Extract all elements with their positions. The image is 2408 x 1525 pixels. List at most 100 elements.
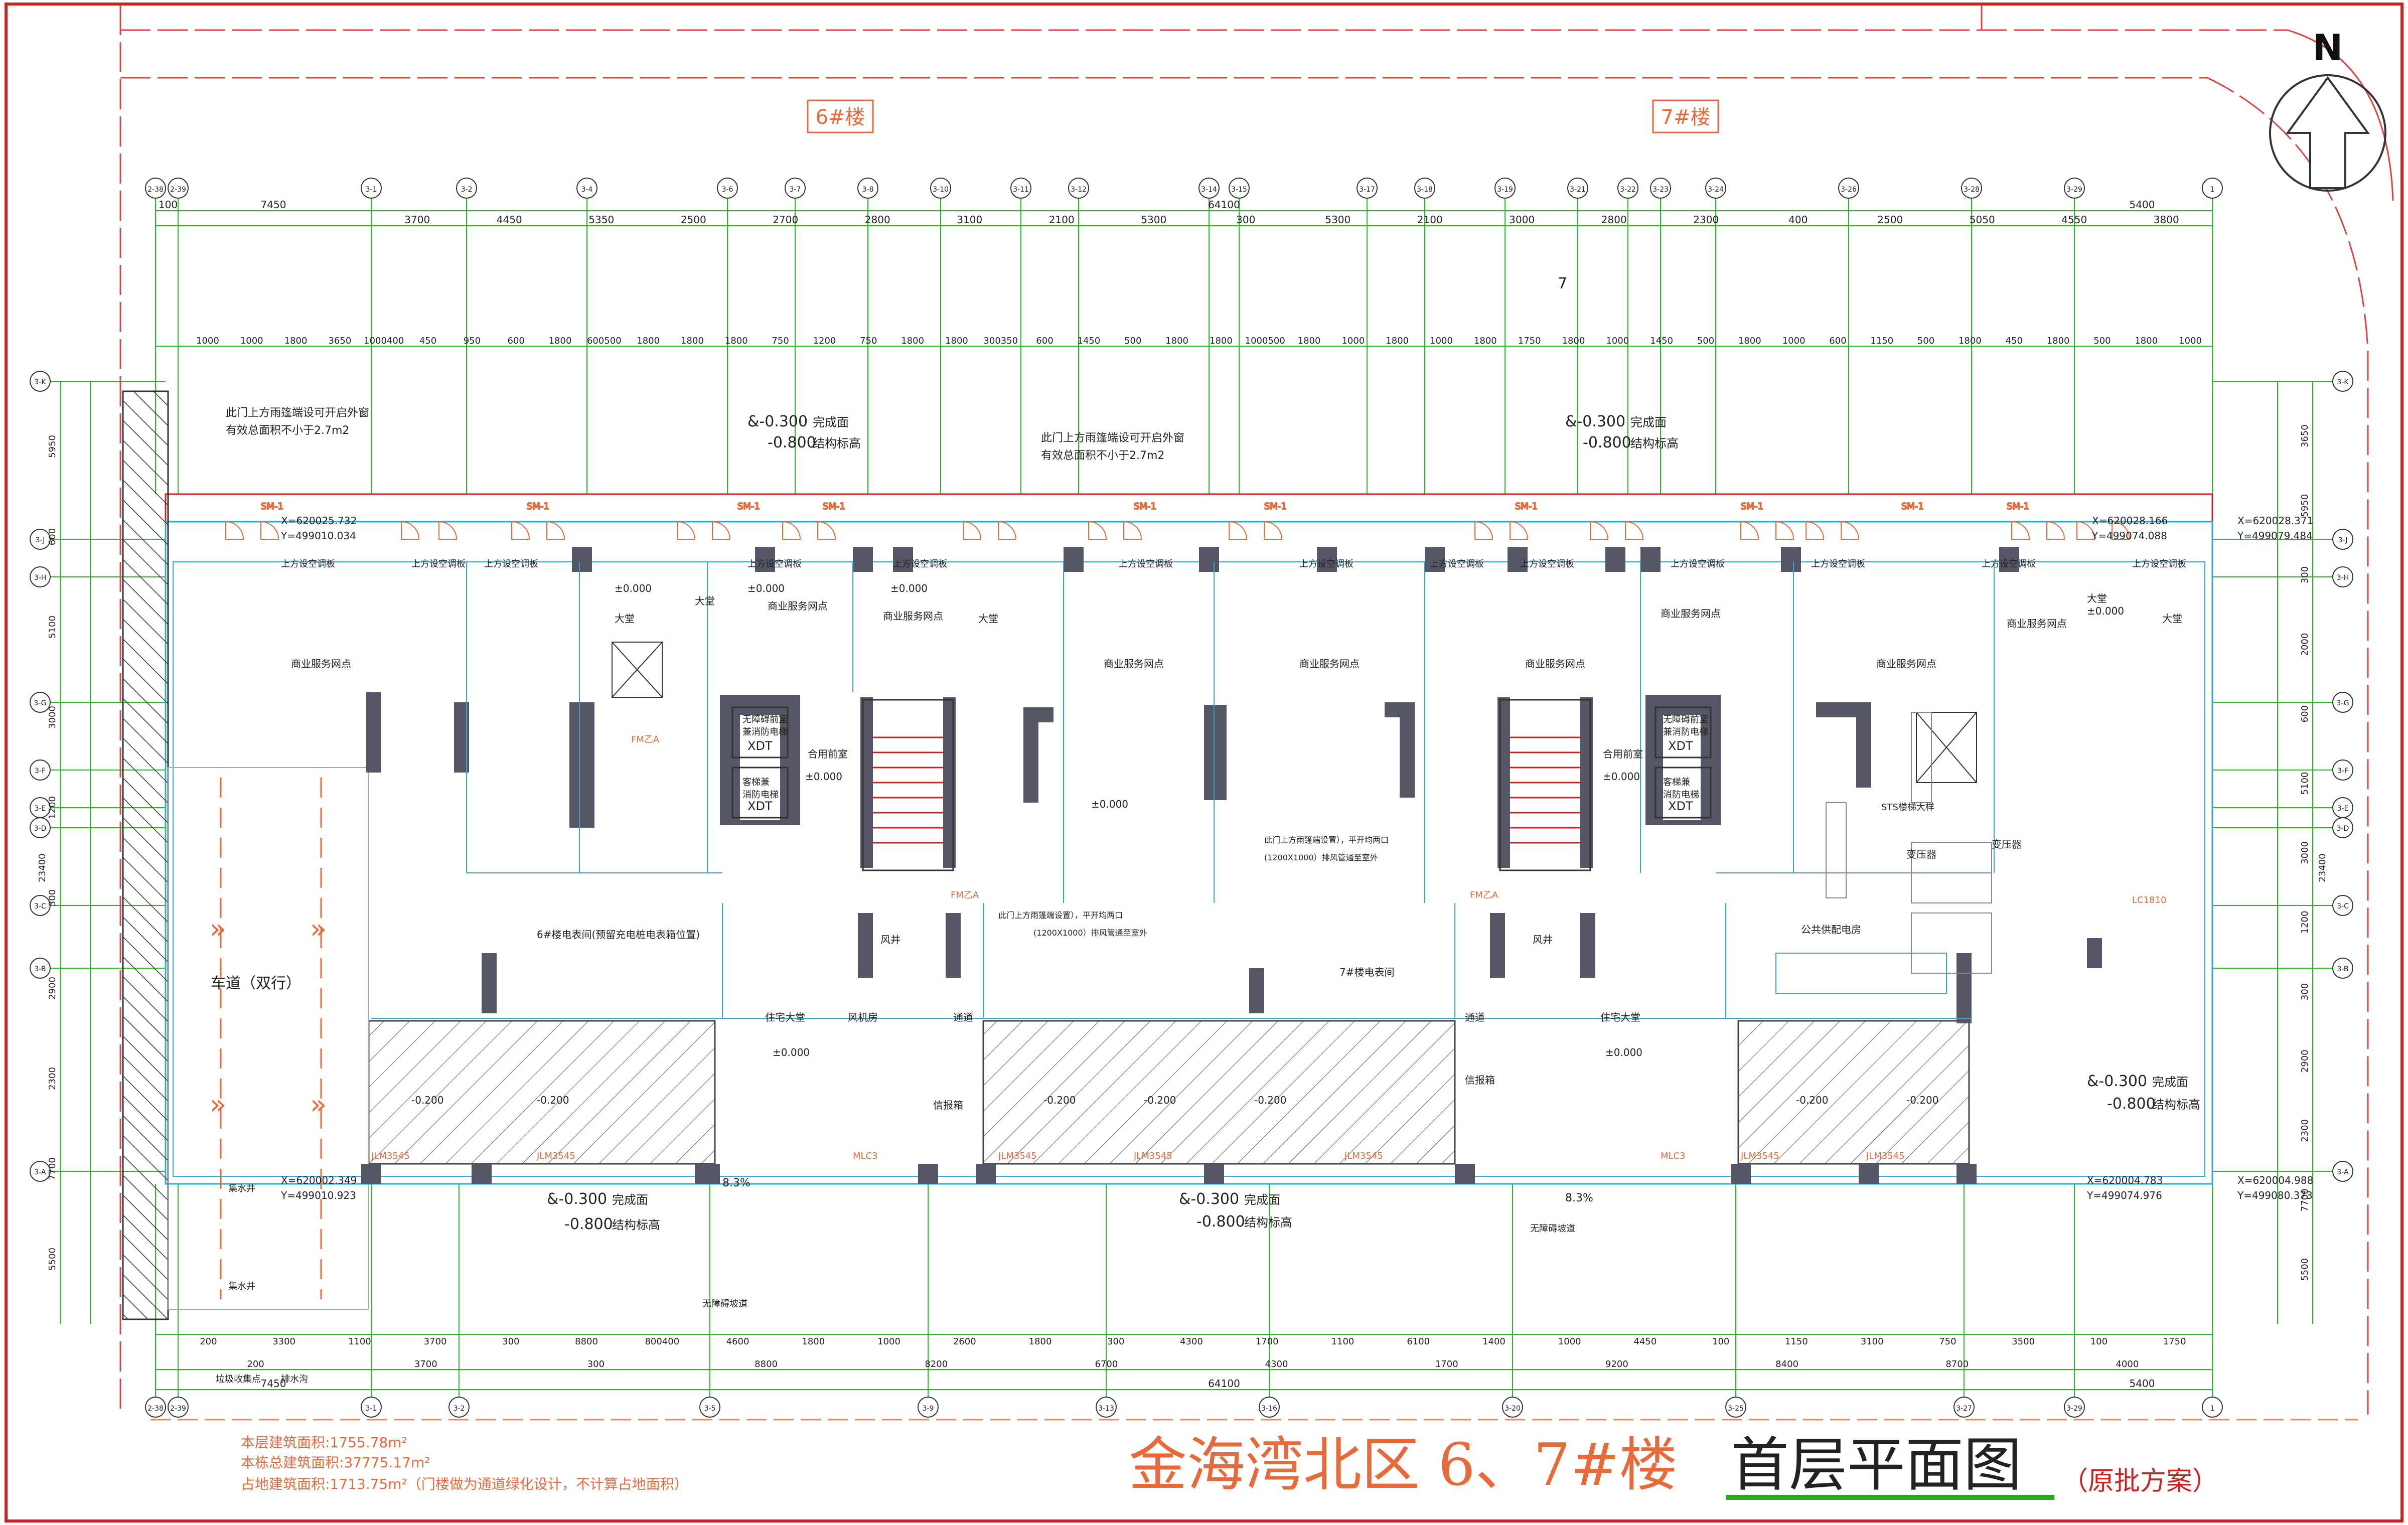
svg-text:8.3%: 8.3% — [1565, 1192, 1593, 1204]
svg-text:大堂: 大堂 — [615, 613, 635, 625]
svg-text:1700: 1700 — [1256, 1336, 1279, 1347]
axis-bubble-top: 3-8 — [857, 178, 878, 199]
svg-text:100: 100 — [159, 199, 178, 211]
axis-bubble-top: 3-21 — [1567, 178, 1588, 199]
axis-bubble-top: 3-22 — [1617, 178, 1638, 199]
svg-text:1000500: 1000500 — [1245, 336, 1285, 346]
svg-text:1800: 1800 — [1474, 336, 1497, 346]
svg-text:3-28: 3-28 — [1964, 186, 1980, 194]
svg-text:3-H: 3-H — [2337, 574, 2349, 582]
svg-text:商业服务网点: 商业服务网点 — [1299, 658, 1360, 670]
axis-bubble-bottom: 3-16 — [1259, 1397, 1280, 1418]
svg-text:1: 1 — [2210, 1405, 2215, 1413]
svg-text:1200: 1200 — [2300, 911, 2310, 934]
svg-text:无障碍前室: 无障碍前室 — [1663, 714, 1708, 725]
axis-bubble-top: 3-1 — [361, 178, 382, 199]
axis-bubble-top: 1 — [2202, 178, 2223, 199]
svg-text:1800: 1800 — [2047, 336, 2070, 346]
grid-lines — [50, 198, 2333, 1397]
svg-text:-0.200: -0.200 — [411, 1094, 443, 1106]
svg-text:3-20: 3-20 — [1504, 1405, 1521, 1413]
axis-bubble-top: 3-2 — [456, 178, 477, 199]
svg-text:3-C: 3-C — [34, 902, 46, 910]
svg-text:X=620028.371: X=620028.371 — [2237, 515, 2313, 527]
svg-text:3-A: 3-A — [2337, 1168, 2349, 1176]
svg-text:Y=499080.373: Y=499080.373 — [2237, 1189, 2313, 1201]
svg-text:MLC3: MLC3 — [853, 1151, 878, 1161]
svg-text:1000: 1000 — [240, 336, 263, 346]
note-door-1b: 此门上方雨篷端设可开启外窗 — [1041, 432, 1184, 444]
svg-text:SM-1: SM-1 — [261, 501, 283, 512]
svg-text:LC1810: LC1810 — [2132, 895, 2166, 905]
svg-text:XDT: XDT — [747, 739, 773, 753]
svg-text:3-25: 3-25 — [1728, 1405, 1744, 1413]
svg-text:3-9: 3-9 — [923, 1405, 934, 1413]
svg-text:1800: 1800 — [1029, 1336, 1052, 1347]
svg-text:6100: 6100 — [1407, 1336, 1430, 1347]
axis-bubble-bottom: 2-38 — [145, 1397, 166, 1418]
svg-text:5350: 5350 — [588, 214, 614, 226]
svg-text:5400: 5400 — [2130, 1378, 2155, 1390]
svg-text:5300: 5300 — [1325, 214, 1350, 226]
svg-text:占地建筑面积:1713.75m²（门楼做为通道绿化设计，不计: 占地建筑面积:1713.75m²（门楼做为通道绿化设计，不计算占地面积） — [241, 1476, 688, 1492]
svg-text:1000: 1000 — [1782, 336, 1805, 346]
svg-text:STS楼梯大样: STS楼梯大样 — [1881, 802, 1934, 813]
svg-text:3100: 3100 — [957, 214, 982, 226]
svg-text:3-J: 3-J — [2338, 536, 2348, 544]
svg-text:&-0.300: &-0.300 — [1565, 413, 1625, 430]
axis-bubble-right: 3-K — [2332, 371, 2353, 392]
axis-bubble-top: 3-24 — [1705, 178, 1726, 199]
svg-text:结构标高: 结构标高 — [1630, 436, 1679, 450]
svg-text:2100: 2100 — [1049, 214, 1075, 226]
axis-bubble-bottom: 3-20 — [1502, 1397, 1523, 1418]
svg-text:1800: 1800 — [901, 336, 924, 346]
svg-text:此门上方雨篷端设置），平开均两口: 此门上方雨篷端设置），平开均两口 — [1264, 835, 1389, 845]
svg-text:上方设空调板: 上方设空调板 — [893, 559, 947, 569]
svg-text:合用前室: 合用前室 — [808, 748, 848, 760]
svg-text:7450: 7450 — [261, 199, 286, 211]
svg-text:2700: 2700 — [773, 214, 798, 226]
svg-text:450: 450 — [2006, 336, 2023, 346]
svg-text:X=620004.988: X=620004.988 — [2237, 1174, 2313, 1186]
svg-text:600: 600 — [1829, 336, 1846, 346]
svg-text:大堂: 大堂 — [978, 613, 998, 625]
svg-text:3-6: 3-6 — [722, 186, 733, 194]
svg-text:±0.000: ±0.000 — [1605, 1046, 1642, 1058]
svg-text:3-K: 3-K — [2337, 378, 2349, 386]
svg-text:-0.200: -0.200 — [1144, 1094, 1176, 1106]
svg-text:-0.200: -0.200 — [1254, 1094, 1286, 1106]
svg-text:300: 300 — [1236, 214, 1255, 226]
svg-text:1450: 1450 — [1078, 336, 1101, 346]
svg-text:1100: 1100 — [348, 1336, 371, 1347]
svg-text:1150: 1150 — [1870, 336, 1893, 346]
svg-text:3-5: 3-5 — [704, 1405, 716, 1413]
svg-text:1800: 1800 — [945, 336, 968, 346]
svg-text:通道: 通道 — [953, 1011, 973, 1023]
svg-text:3-4: 3-4 — [581, 186, 593, 194]
svg-text:上方设空调板: 上方设空调板 — [1299, 559, 1353, 569]
axis-bubble-top: 3-12 — [1068, 178, 1089, 199]
svg-text:3-15: 3-15 — [1231, 186, 1247, 194]
svg-text:Y=499079.484: Y=499079.484 — [2237, 530, 2313, 542]
svg-text:集水井: 集水井 — [228, 1281, 255, 1292]
svg-text:无障碍坡道: 无障碍坡道 — [1530, 1224, 1575, 1234]
left-hatched-wall — [122, 390, 169, 1320]
svg-text:2100: 2100 — [1417, 214, 1443, 226]
svg-text:(1200X1000）排风管通至室外: (1200X1000）排风管通至室外 — [1264, 853, 1378, 862]
svg-text:3-12: 3-12 — [1071, 186, 1087, 194]
svg-text:2800: 2800 — [865, 214, 890, 226]
svg-text:上方设空调板: 上方设空调板 — [2132, 559, 2186, 569]
svg-text:3-E: 3-E — [2337, 805, 2349, 813]
svg-text:8800: 8800 — [755, 1359, 778, 1369]
svg-text:集水井: 集水井 — [228, 1183, 255, 1194]
svg-text:3-13: 3-13 — [1098, 1405, 1114, 1413]
svg-text:2800: 2800 — [1601, 214, 1627, 226]
svg-text:600: 600 — [47, 528, 58, 545]
axis-bubble-left: 3-E — [30, 797, 51, 818]
svg-text:1100: 1100 — [1331, 1336, 1354, 1347]
building-labels: 6#楼 7#楼 — [807, 99, 1719, 133]
svg-text:商业服务网点: 商业服务网点 — [291, 658, 351, 670]
svg-text:3-21: 3-21 — [1570, 186, 1586, 194]
svg-text:通道: 通道 — [1465, 1011, 1485, 1023]
